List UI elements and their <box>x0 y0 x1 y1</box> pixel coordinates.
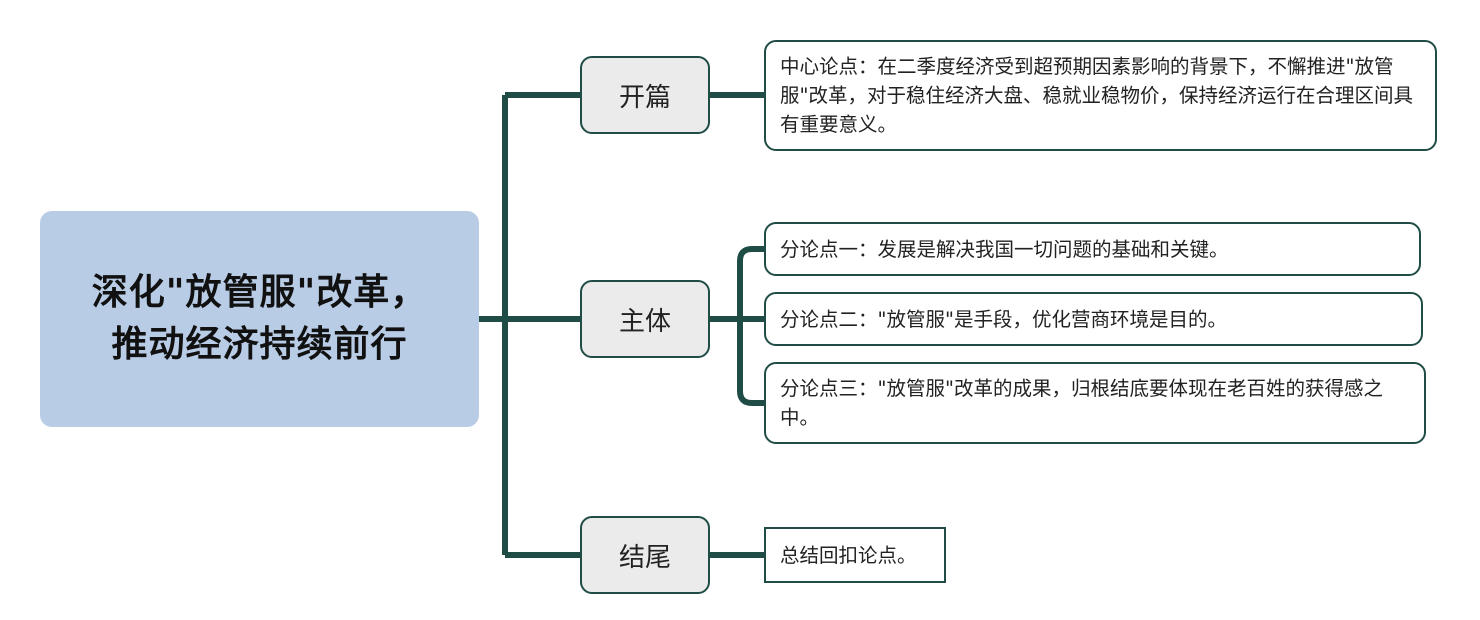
leaf-sub-point-3: 分论点三："放管服"改革的成果，归根结底要体现在老百姓的获得感之中。 <box>764 362 1426 444</box>
leaf-sub-point-3-text: 分论点三："放管服"改革的成果，归根结底要体现在老百姓的获得感之中。 <box>780 377 1383 429</box>
leaf-sub-point-1: 分论点一：发展是解决我国一切问题的基础和关键。 <box>764 222 1421 276</box>
branch-body-label: 主体 <box>618 306 671 337</box>
connector-body-fan <box>737 246 764 406</box>
central-topic-label: 深化"放管服"改革，推动经济持续前行 <box>91 272 428 365</box>
branch-ending-label: 结尾 <box>618 542 671 573</box>
central-topic: 深化"放管服"改革，推动经济持续前行 <box>40 211 479 427</box>
branch-ending: 结尾 <box>580 516 710 594</box>
leaf-central-thesis: 中心论点：在二季度经济受到超预期因素影响的背景下，不懈推进"放管服"改革，对于稳… <box>764 40 1437 151</box>
leaf-sub-point-2: 分论点二："放管服"是手段，优化营商环境是目的。 <box>764 292 1423 346</box>
branch-opening-label: 开篇 <box>618 82 671 113</box>
leaf-sub-point-2-text: 分论点二："放管服"是手段，优化营商环境是目的。 <box>780 307 1227 331</box>
leaf-central-thesis-text: 中心论点：在二季度经济受到超预期因素影响的背景下，不懈推进"放管服"改革，对于稳… <box>780 55 1413 136</box>
leaf-sub-point-1-text: 分论点一：发展是解决我国一切问题的基础和关键。 <box>780 237 1229 261</box>
branch-opening: 开篇 <box>580 56 710 134</box>
branch-body: 主体 <box>580 280 710 358</box>
leaf-conclusion-text: 总结回扣论点。 <box>780 543 917 567</box>
leaf-conclusion: 总结回扣论点。 <box>764 527 946 583</box>
